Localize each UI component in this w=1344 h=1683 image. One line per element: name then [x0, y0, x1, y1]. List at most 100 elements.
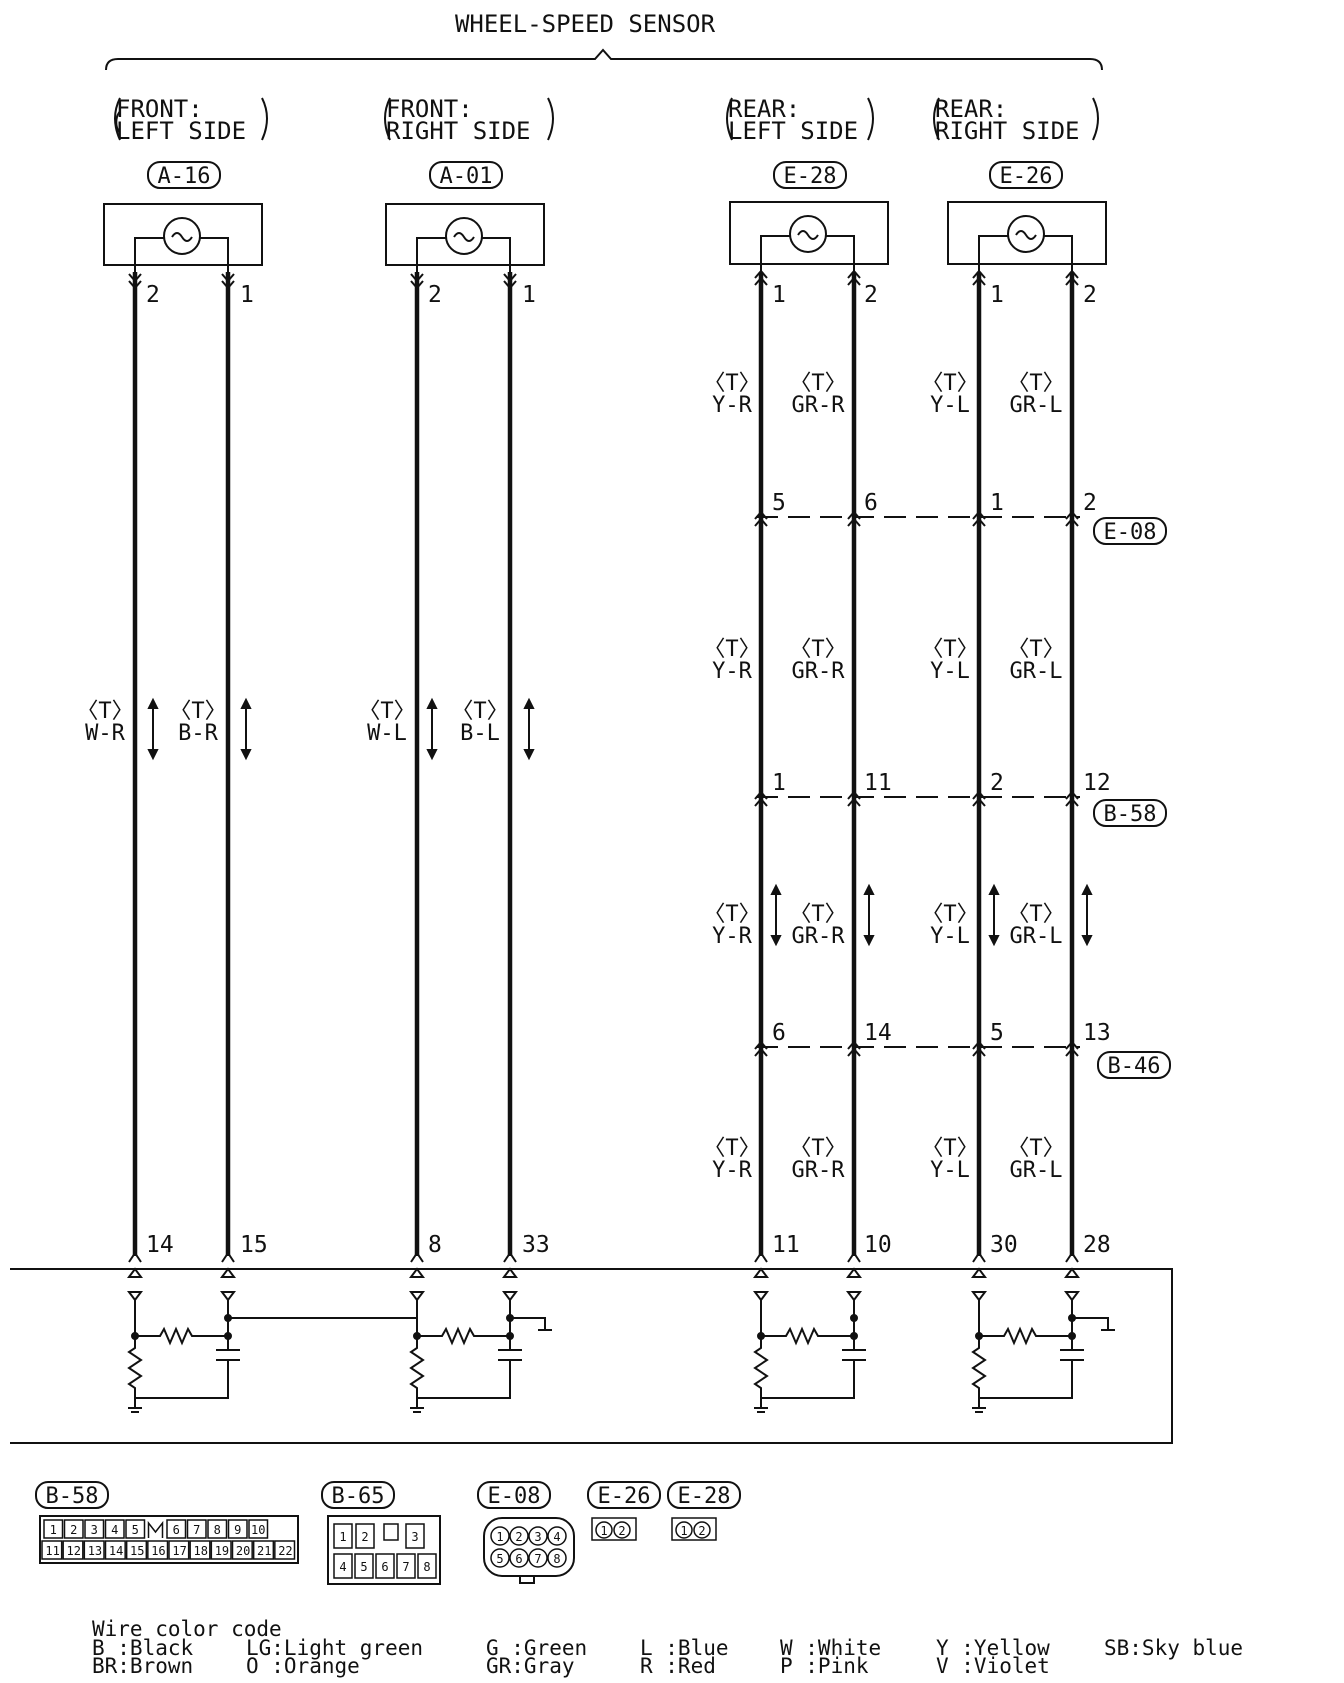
- svg-text:〈T〉: 〈T〉: [703, 1136, 760, 1161]
- e28-pin-label: 1: [680, 1524, 687, 1538]
- svg-text:GR-R: GR-R: [792, 924, 846, 949]
- svg-text:30: 30: [990, 1232, 1018, 1258]
- svg-text:GR-R: GR-R: [792, 659, 846, 684]
- sensor-box-front-right: [385, 203, 545, 272]
- b58-pin-cell: [84, 1519, 105, 1539]
- svg-text:RIGHT SIDE: RIGHT SIDE: [386, 117, 531, 145]
- svg-text:〈T〉: 〈T〉: [703, 371, 760, 396]
- svg-text:10: 10: [864, 1232, 892, 1258]
- sensor-top-pins: 2 1 2 1 1 2 1 2: [146, 282, 1097, 308]
- svg-text:FRONT:: FRONT:: [386, 95, 473, 123]
- svg-text:Y-L: Y-L: [930, 393, 970, 418]
- e08-pin-cell: [509, 1526, 529, 1546]
- e26-pin-cell: [595, 1521, 613, 1539]
- b58-pin-label: 11: [45, 1544, 59, 1558]
- svg-text:A-16: A-16: [158, 164, 211, 189]
- b58-pin-label: 10: [251, 1523, 265, 1537]
- svg-text:28: 28: [1083, 1232, 1111, 1258]
- b58-pin-cell: [252, 1540, 275, 1560]
- svg-text:2: 2: [146, 282, 160, 308]
- ecu-circuit-front-right: [409, 1267, 552, 1413]
- svg-text:W-L: W-L: [367, 721, 407, 746]
- svg-text:〈T〉: 〈T〉: [789, 637, 846, 662]
- svg-text:SB:Sky blue: SB:Sky blue: [1104, 1636, 1243, 1660]
- svg-text:Y-R: Y-R: [712, 1158, 752, 1183]
- b58-pin-cell: [168, 1540, 190, 1560]
- b65-pin-label: 6: [381, 1560, 388, 1574]
- svg-text:〈T〉: 〈T〉: [1007, 371, 1064, 396]
- svg-text:Y-R: Y-R: [712, 659, 752, 684]
- wire-terminal-chevrons: [128, 269, 1079, 1263]
- b58-key: [147, 1520, 164, 1538]
- svg-text:B-58: B-58: [1104, 802, 1157, 827]
- b58-pin-cell: [274, 1540, 296, 1560]
- sensor-box-rear-right: [947, 201, 1107, 272]
- svg-text:Y-L: Y-L: [930, 659, 970, 684]
- svg-text:W :White: W :White: [780, 1636, 881, 1660]
- svg-text:1: 1: [990, 490, 1004, 516]
- svg-text:REAR:: REAR:: [728, 95, 800, 123]
- b65-pin-label: 1: [339, 1530, 346, 1544]
- e08-pin-label: 1: [496, 1530, 503, 1544]
- svg-text:〈T〉: 〈T〉: [358, 699, 415, 724]
- junction-lines: [756, 516, 1080, 1048]
- svg-text:2: 2: [864, 282, 878, 308]
- wire-lines: [132, 272, 1075, 1256]
- svg-text:BR:Brown: BR:Brown: [92, 1654, 193, 1678]
- b65-pin-label: 5: [360, 1560, 367, 1574]
- b58-pin-cell: [62, 1540, 84, 1560]
- svg-text:〈T〉: 〈T〉: [921, 371, 978, 396]
- junction-b46: 6 14 5 13 B-46: [772, 1020, 1171, 1079]
- svg-text:13: 13: [1083, 1020, 1111, 1046]
- e08-pin-cell: [490, 1526, 510, 1546]
- e28-pin-cell: [675, 1521, 693, 1539]
- svg-text:A-01: A-01: [440, 164, 493, 189]
- ecu-box: [10, 1268, 1173, 1444]
- b58-pin-cell: [227, 1519, 248, 1539]
- legend-e28-label: E-28: [678, 1484, 731, 1509]
- rear-wire-colors: 〈T〉 Y-R 〈T〉 GR-R 〈T〉 Y-L 〈T〉 GR-L 〈T〉 Y-…: [703, 371, 1064, 1183]
- b58-pin-cell: [63, 1519, 84, 1539]
- svg-text:6: 6: [864, 490, 878, 516]
- svg-text:5: 5: [772, 490, 786, 516]
- b65-pin-cell: [375, 1553, 395, 1579]
- b58-pin-label: 4: [111, 1523, 118, 1537]
- svg-text:1: 1: [240, 282, 254, 308]
- wire-color-heading: Wire color code: [92, 1617, 282, 1641]
- b65-pin-cell: [405, 1523, 425, 1549]
- svg-text:〈T〉: 〈T〉: [1007, 637, 1064, 662]
- svg-text:〈T〉: 〈T〉: [169, 699, 226, 724]
- svg-text:Y-R: Y-R: [712, 924, 752, 949]
- b58-pin-label: 16: [151, 1544, 165, 1558]
- b58-pin-label: 7: [193, 1523, 200, 1537]
- e26-pin-label: 2: [618, 1524, 625, 1538]
- svg-text:2: 2: [1083, 282, 1097, 308]
- b58-pin-cell: [147, 1540, 169, 1560]
- b65-pin-label: 8: [423, 1560, 430, 1574]
- b58-pin-label: 9: [234, 1523, 241, 1537]
- svg-text:2: 2: [990, 770, 1004, 796]
- svg-text:〈T〉: 〈T〉: [1007, 902, 1064, 927]
- svg-text:6: 6: [772, 1020, 786, 1046]
- svg-text:B :Black: B :Black: [92, 1636, 194, 1660]
- ecu-circuit-rear-left: [753, 1267, 866, 1413]
- e08-pin-label: 8: [553, 1552, 560, 1566]
- e08-pin-label: 4: [553, 1530, 560, 1544]
- b65-pin-cell: [355, 1523, 375, 1549]
- ecu-circuit-front-left: [127, 1267, 417, 1413]
- svg-text:R :Red: R :Red: [640, 1654, 716, 1678]
- sensor-label-rear-right: REAR: RIGHT SIDE: [935, 95, 1080, 145]
- b58-pin-label: 14: [109, 1544, 123, 1558]
- sensor-connector-e26: E-26: [989, 161, 1063, 189]
- svg-text:11: 11: [772, 1232, 800, 1258]
- svg-text:1: 1: [772, 770, 786, 796]
- b58-pin-cell: [189, 1540, 211, 1560]
- svg-text:REAR:: REAR:: [935, 95, 1007, 123]
- b58-pin-label: 3: [91, 1523, 98, 1537]
- e08-pin-label: 7: [534, 1552, 541, 1566]
